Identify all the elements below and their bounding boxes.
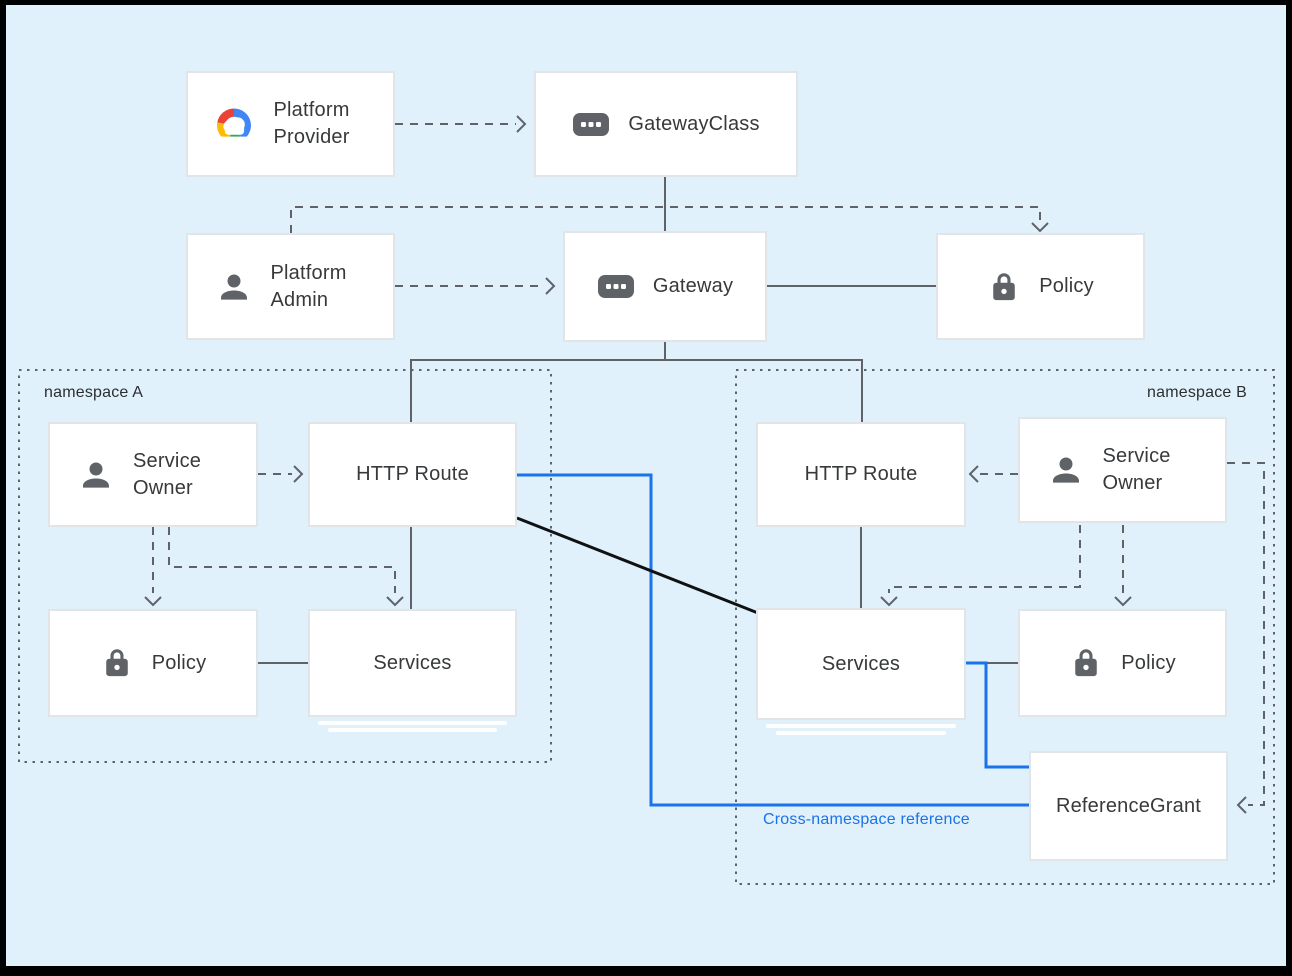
cross-namespace-reference-label: Cross-namespace reference	[763, 811, 970, 828]
node-label: Services	[821, 652, 901, 675]
services-a-stack-line	[318, 721, 507, 725]
user-icon	[220, 273, 247, 300]
node-label: Platform Provider	[273, 99, 350, 148]
node-gateway-class: GatewayClass	[534, 71, 798, 177]
node-label: Policy	[1039, 275, 1094, 297]
diagonal-connector	[516, 516, 759, 615]
node-policy-a: Policy	[48, 609, 258, 717]
node-label: HTTP Route	[356, 463, 469, 485]
node-reference-grant: ReferenceGrant	[1029, 751, 1228, 861]
node-platform-admin: Platform Admin	[186, 233, 395, 340]
user-icon	[1052, 457, 1079, 483]
node-label: Service Owner	[1102, 445, 1171, 494]
namespace-b-label: namespace B	[1147, 384, 1248, 401]
services-a-stack-line	[328, 728, 497, 732]
node-http-route-b: HTTP Route	[756, 422, 966, 527]
node-label: HTTP Route	[804, 463, 918, 485]
node-label: Services	[373, 651, 452, 674]
services-b-stack-line	[766, 724, 956, 728]
lock-icon	[1075, 649, 1097, 677]
node-policy-b: Policy	[1018, 609, 1227, 717]
node-gateway: Gateway	[563, 231, 767, 342]
node-label: Policy	[151, 651, 207, 674]
node-services-b: Services	[756, 608, 966, 720]
resource-icon	[573, 112, 610, 136]
namespace-a-label: namespace A	[44, 384, 144, 401]
node-service-owner-b: Service Owner	[1018, 417, 1227, 523]
node-label: GatewayClass	[628, 112, 760, 135]
node-label: Service Owner	[133, 449, 202, 499]
node-label: Policy	[1121, 651, 1176, 674]
node-http-route-a: HTTP Route	[308, 422, 517, 527]
node-service-owner-a: Service Owner	[48, 422, 258, 527]
node-label: Gateway	[652, 275, 734, 297]
user-icon	[83, 461, 109, 488]
lock-icon	[105, 649, 128, 677]
node-platform-provider: Platform Provider	[186, 71, 395, 177]
google-cloud-icon	[211, 107, 256, 143]
node-policy-top: Policy	[936, 233, 1145, 340]
node-label: ReferenceGrant	[1055, 794, 1202, 817]
services-b-stack-line	[776, 731, 946, 735]
lock-icon	[993, 272, 1015, 300]
resource-icon	[597, 275, 634, 298]
node-services-a: Services	[308, 609, 517, 717]
node-label: Platform Admin	[270, 261, 347, 311]
